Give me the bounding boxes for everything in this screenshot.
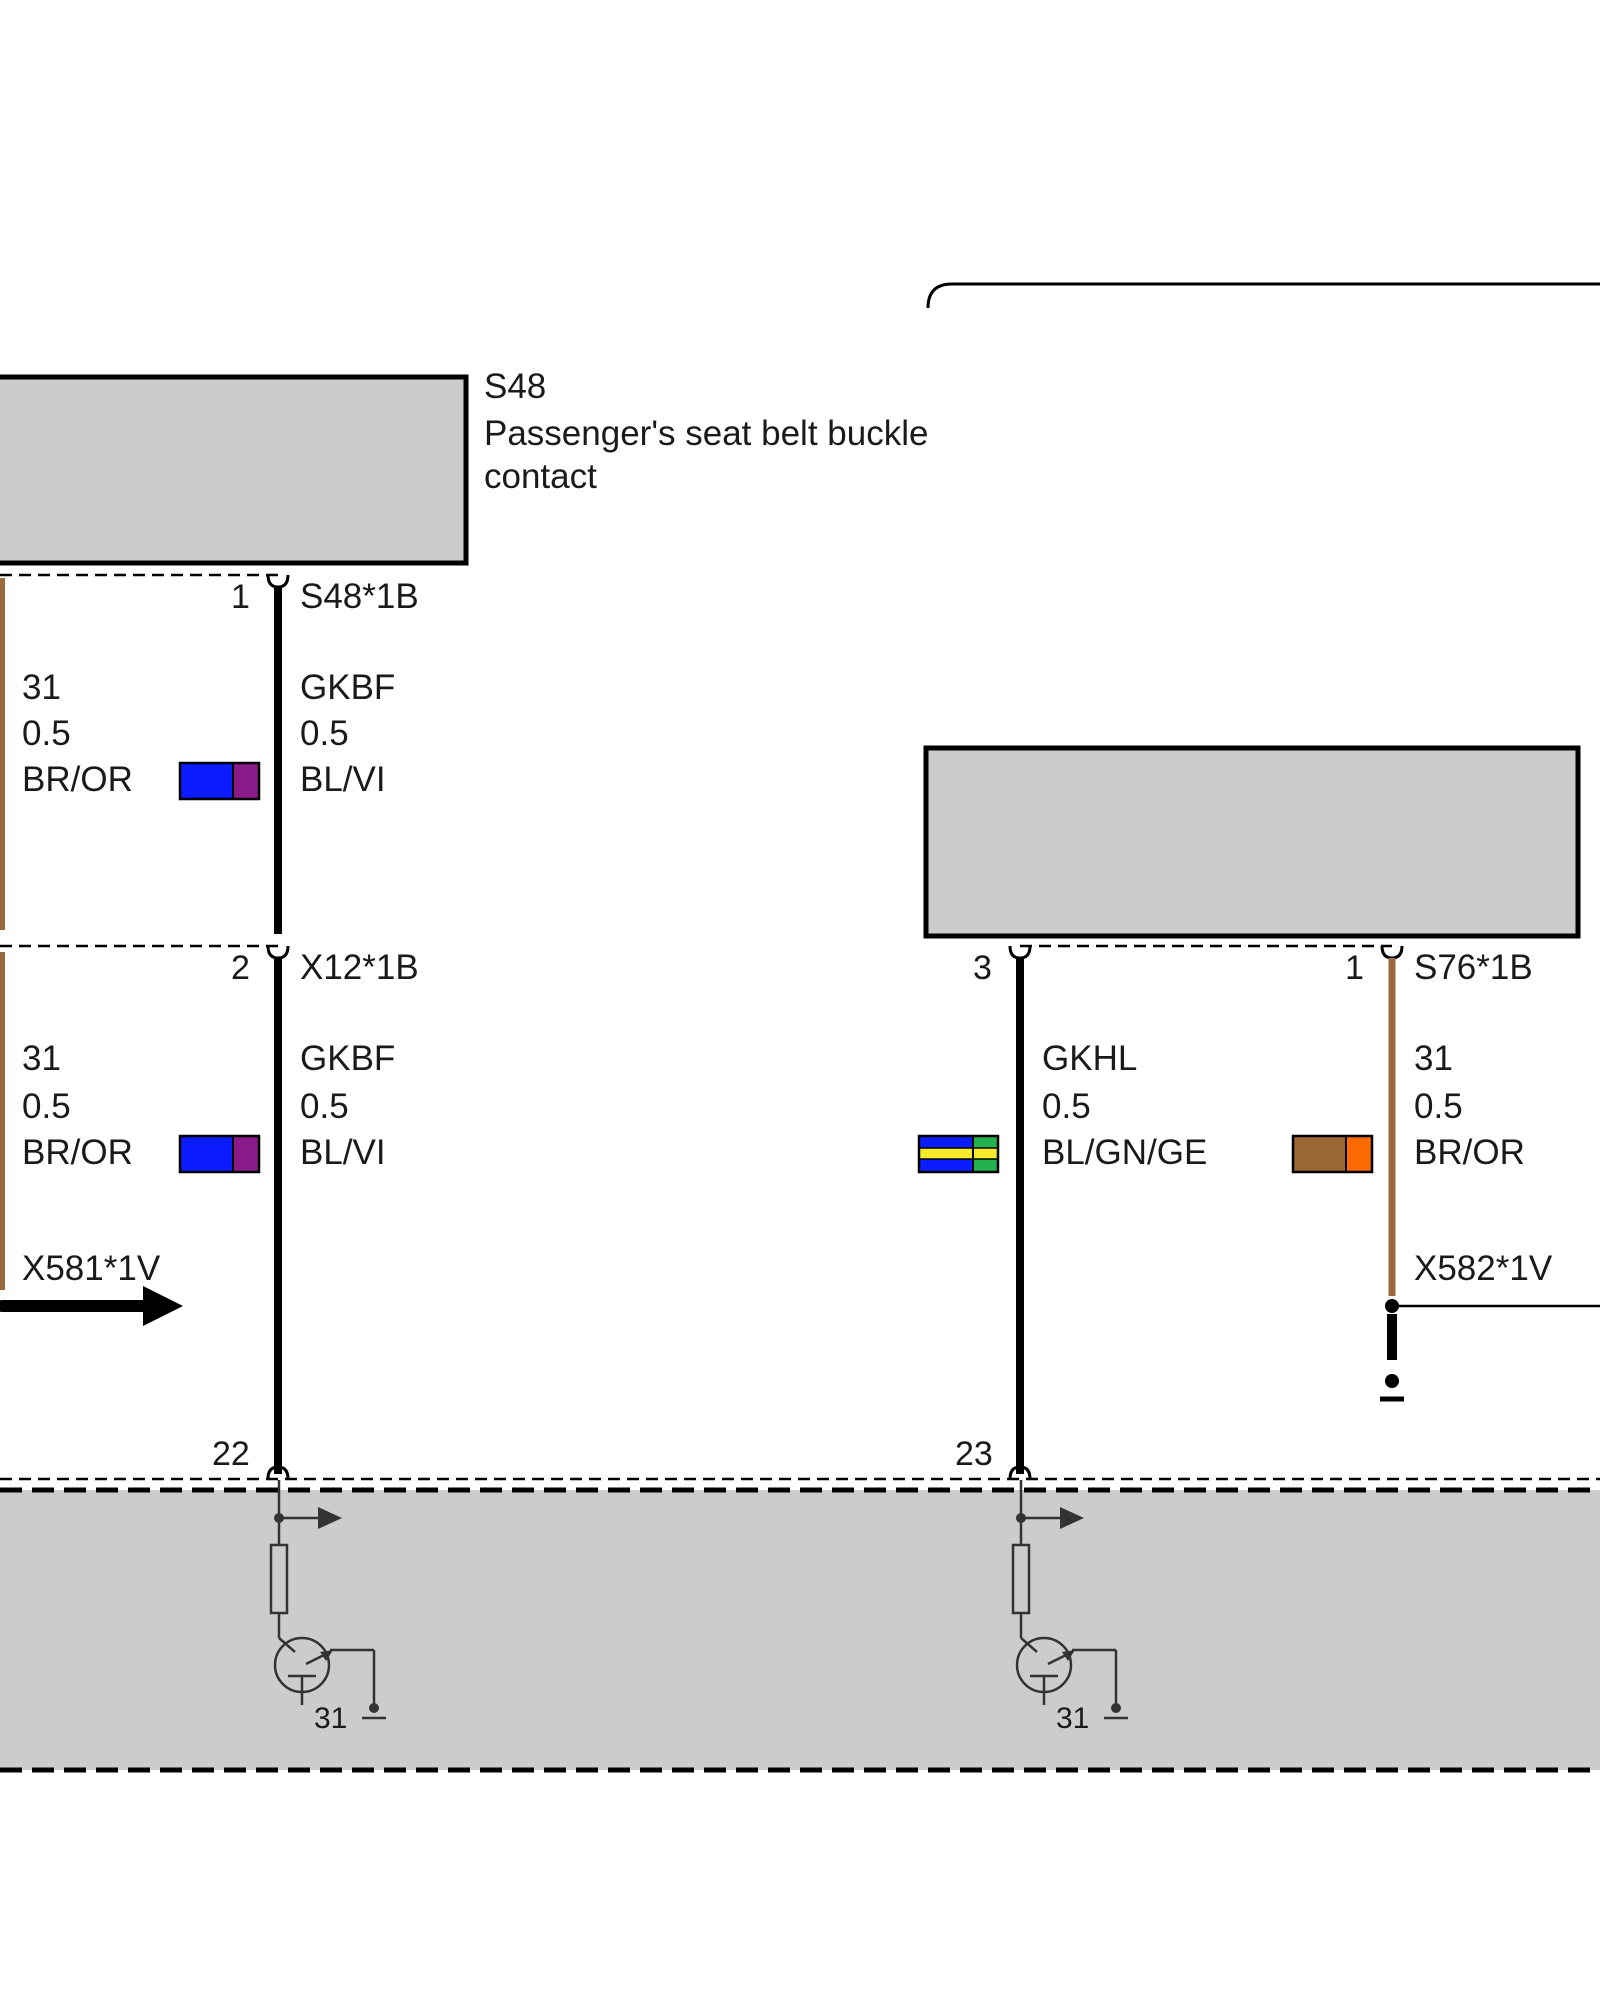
s48-code: S48 — [484, 367, 546, 406]
wire-right-gauge: 0.5 — [1414, 1087, 1463, 1126]
swatch-br-or — [1291, 1134, 1374, 1174]
ground-label-right: 31 — [1056, 1702, 1089, 1735]
wire-left-upper-signal: 31 — [22, 668, 61, 707]
wire-left-upper-color: BR/OR — [22, 760, 133, 799]
control-module-box[interactable] — [0, 1490, 1600, 1770]
s48-name-line1: Passenger's seat belt buckle — [484, 414, 928, 453]
pin-s48-1: 1 — [231, 578, 250, 616]
wire-left-lower-color: BR/OR — [22, 1133, 133, 1172]
wire-gkhl-gauge: 0.5 — [1042, 1087, 1091, 1126]
ground-label-left: 31 — [314, 1702, 347, 1735]
wire-gkbf-lower-color: BL/VI — [300, 1133, 386, 1172]
group-bracket — [926, 282, 1600, 309]
x582-ground-dot — [1385, 1374, 1399, 1388]
x581-arrow-head[interactable] — [143, 1286, 183, 1326]
wire-left-lower-signal: 31 — [22, 1039, 61, 1078]
pin-module-23: 23 — [955, 1435, 993, 1473]
wire-right-color: BR/OR — [1414, 1133, 1525, 1172]
pin-s76-3: 3 — [973, 949, 992, 987]
swatch-bl-vi-upper — [178, 761, 261, 801]
wire-gkbf-lower-gauge: 0.5 — [300, 1087, 349, 1126]
pin-s76-1: 1 — [1345, 949, 1364, 987]
wire-right-signal: 31 — [1414, 1039, 1453, 1078]
wire-gkbf-upper-color: BL/VI — [300, 760, 386, 799]
swatch-bl-vi-lower — [178, 1134, 261, 1174]
pin-cup-x12-2 — [266, 945, 290, 960]
connector-s48-1b: S48*1B — [300, 577, 419, 616]
splice-x582-dot — [1385, 1299, 1399, 1313]
s48-name-line2: contact — [484, 457, 597, 496]
wire-gkhl-color: BL/GN/GE — [1042, 1133, 1207, 1172]
wire-gkbf-upper-signal: GKBF — [300, 668, 395, 707]
pin-x12-2: 2 — [231, 949, 250, 987]
swatch-bl-gn-ge — [917, 1134, 1000, 1174]
connector-x582-1v: X582*1V — [1414, 1249, 1553, 1288]
pin-cup-module-23 — [1008, 1465, 1032, 1480]
connector-x581-1v: X581*1V — [22, 1249, 161, 1288]
connector-x12-1b: X12*1B — [300, 948, 419, 987]
wire-left-upper-gauge: 0.5 — [22, 714, 71, 753]
s48-component-box[interactable] — [0, 374, 469, 566]
pin-cup-s48-1 — [266, 574, 290, 589]
internal-circuit-right — [1011, 1480, 1128, 1720]
pin-cup-module-22 — [266, 1465, 290, 1480]
wire-gkhl-signal: GKHL — [1042, 1039, 1137, 1078]
wire-left-lower-gauge: 0.5 — [22, 1087, 71, 1126]
connector-s76-1b: S76*1B — [1414, 948, 1533, 987]
s76-component-box[interactable] — [923, 745, 1581, 939]
pin-cup-s76-3 — [1008, 945, 1032, 960]
internal-circuit-left — [269, 1480, 386, 1720]
wire-gkbf-upper-gauge: 0.5 — [300, 714, 349, 753]
pin-module-22: 22 — [212, 1435, 250, 1473]
pin-cup-s76-1 — [1380, 945, 1404, 960]
wire-gkbf-lower-signal: GKBF — [300, 1039, 395, 1078]
